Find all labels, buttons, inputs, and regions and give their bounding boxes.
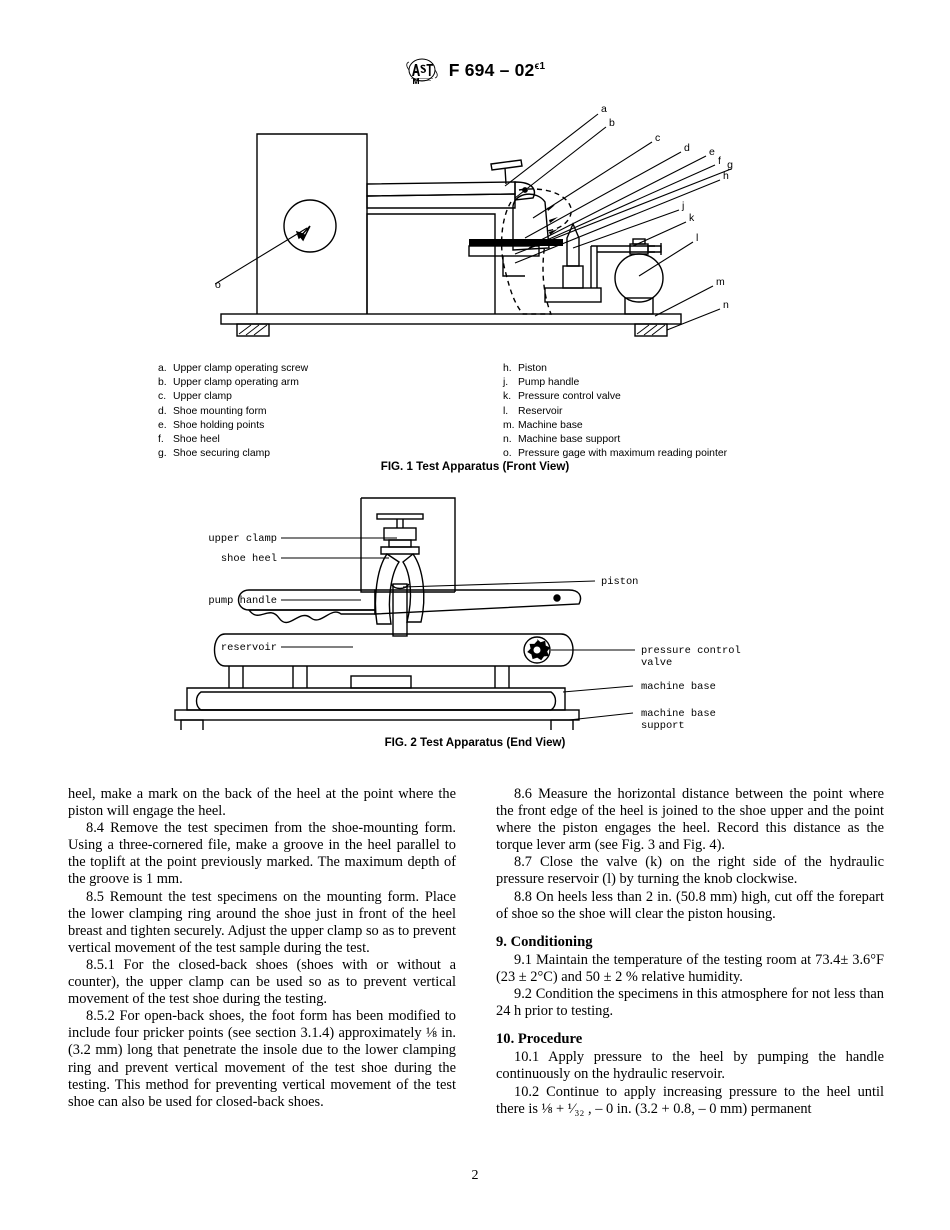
paragraph-8-5: 8.5 Remount the test specimens on the mo…	[68, 888, 456, 956]
legend-label: Machine base	[518, 419, 583, 431]
figure-2-label-valve: valve	[641, 657, 672, 669]
figure-1-caption: FIG. 1 Test Apparatus (Front View)	[380, 460, 570, 473]
figure-1-callout-g: g	[727, 159, 733, 171]
paragraph-9-1: 9.1 Maintain the temperature of the test…	[496, 951, 884, 985]
right-text-column: 8.6 Measure the horizontal distance betw…	[496, 786, 884, 1156]
legend-label: Upper clamp	[173, 391, 232, 403]
designation-superscript: ϵ1	[534, 60, 546, 72]
legend-key: a.	[158, 363, 167, 374]
legend-key: o.	[503, 448, 512, 460]
section-heading-9-conditioning: 9. Conditioning	[496, 933, 593, 950]
legend-label: Pressure control valve	[518, 391, 621, 403]
legend-item: b. Upper clamp operating arm	[158, 376, 308, 390]
legend-label: Shoe heel	[173, 434, 220, 446]
legend-item: k. Pressure control valve	[503, 390, 727, 404]
legend-label: Pressure gage with maximum reading point…	[518, 448, 728, 460]
paragraph-8-5-2: 8.5.2 For open-back shoes, the foot form…	[68, 1008, 456, 1110]
figure-1-callout-j: j	[681, 200, 684, 212]
astm-logo-icon	[406, 58, 438, 84]
legend-key: d.	[158, 405, 167, 417]
figure-2-label-pump-handle: pump handle	[208, 595, 277, 607]
legend-key: f.	[158, 434, 164, 446]
legend-label: Pump handle	[518, 377, 580, 389]
legend-label: Reservoir	[518, 405, 563, 417]
legend-item: j. Pump handle	[503, 376, 727, 390]
legend-item: g. Shoe securing clamp	[158, 447, 308, 461]
figure-2-label-upper-clamp: upper clamp	[208, 533, 277, 545]
figure-1-apparatus-front-view: a b c d e f g h j k l m n o	[0, 98, 950, 348]
legend-key: c.	[158, 391, 167, 403]
legend-key: k.	[503, 391, 512, 403]
figure-1-callout-a: a	[601, 103, 607, 115]
paragraph-8-6: 8.6 Measure the horizontal distance betw…	[496, 786, 884, 854]
legend-key: n.	[503, 434, 512, 446]
figure-1-drawing: a b c d e f g h j k l m n o	[215, 103, 733, 337]
legend-label: Machine base support	[518, 434, 621, 446]
legend-item: o. Pressure gage with maximum reading poi…	[503, 447, 727, 461]
legend-key: m.	[503, 419, 515, 431]
legend-key: j.	[503, 377, 509, 389]
paragraph-10-1: 10.1 Apply pressure to the heel by pumpi…	[496, 1049, 884, 1083]
paragraph-8-8: 8.8 On heels less than 2 in. (50.8 mm) h…	[496, 888, 884, 922]
legend-label: Shoe holding points	[173, 419, 265, 431]
page-header: F 694 – 02ϵ1	[0, 56, 950, 84]
legend-item: a. Upper clamp operating screw	[158, 362, 308, 376]
legend-key: e.	[158, 419, 167, 431]
figure-1-legend-left-column: a. Upper clamp operating screw b. Upper cl…	[158, 362, 308, 461]
paragraph-10-2: 10.2 Continue to apply increasing pressu…	[496, 1083, 884, 1117]
body-text-columns: heel, make a mark on the back of the hee…	[68, 786, 884, 1156]
figure-2-label-support: support	[641, 720, 685, 730]
standard-designation: F 694 – 02ϵ1	[449, 60, 545, 81]
legend-item: f. Shoe heel	[158, 433, 308, 447]
figure-1-callout-b: b	[609, 117, 615, 129]
figure-1-legend-right-column: h. Piston j. Pump handle k. Pressure contro…	[503, 362, 727, 461]
figure-2-label-machine-base: machine base	[641, 681, 716, 693]
legend-key: h.	[503, 363, 512, 374]
legend-item: l. Reservoir	[503, 405, 727, 419]
legend-label: Shoe securing clamp	[173, 448, 271, 460]
legend-item: n. Machine base support	[503, 433, 727, 447]
figure-1-callout-h: h	[723, 170, 729, 182]
legend-key: l.	[503, 405, 509, 417]
figure-2-label-machine-base-support: machine base	[641, 708, 716, 720]
page-number: 2	[471, 1168, 479, 1183]
legend-item: m.Machine base	[503, 419, 727, 433]
legend-item: h. Piston	[503, 362, 727, 376]
paragraph-8-5-1: 8.5.1 For the closed-back shoes (shoes w…	[68, 956, 456, 1008]
figure-1-callout-d: d	[684, 142, 690, 154]
paragraph-8-4: 8.4 Remove the test specimen from the sh…	[68, 820, 456, 888]
legend-label: Shoe mounting form	[173, 405, 267, 417]
figure-2-apparatus-end-view: upper clamp shoe heel pump handle reserv…	[0, 492, 950, 730]
legend-label: Piston	[518, 363, 547, 374]
figure-1-callout-f: f	[718, 155, 721, 167]
legend-item: e. Shoe holding points	[158, 419, 308, 433]
figure-1-callout-l: l	[696, 232, 698, 244]
section-heading-10-procedure: 10. Procedure	[496, 1031, 583, 1048]
figure-1-callout-k: k	[689, 212, 695, 224]
left-text-column: heel, make a mark on the back of the hee…	[68, 786, 456, 1156]
paragraph-heel-continued: heel, make a mark on the back of the hee…	[68, 786, 456, 820]
figure-1-callout-n: n	[723, 299, 729, 311]
legend-label: Upper clamp operating arm	[173, 377, 299, 389]
figure-1-legend: a. Upper clamp operating screw b. Upper cl…	[0, 362, 950, 459]
figure-1-callout-o: o	[215, 279, 221, 291]
legend-key: g.	[158, 448, 167, 460]
figure-2-label-reservoir: reservoir	[221, 642, 277, 654]
figure-2-caption: FIG. 2 Test Apparatus (End View)	[384, 736, 566, 749]
figure-2-label-piston: piston	[601, 576, 638, 588]
figure-2-drawing: upper clamp shoe heel pump handle reserv…	[174, 497, 741, 730]
legend-item: c. Upper clamp	[158, 390, 308, 404]
figure-1-callout-m: m	[716, 276, 725, 288]
figure-2-label-shoe-heel: shoe heel	[221, 553, 277, 565]
paragraph-9-2: 9.2 Condition the specimens in this atmo…	[496, 986, 884, 1020]
legend-label: Upper clamp operating screw	[173, 363, 309, 374]
designation-number: F 694 – 02	[448, 59, 535, 80]
legend-key: b.	[158, 377, 167, 389]
figure-2-label-pressure-control: pressure control	[641, 645, 741, 657]
legend-item: d. Shoe mounting form	[158, 405, 308, 419]
figure-1-callout-c: c	[655, 132, 660, 144]
paragraph-8-7: 8.7 Close the valve (k) on the right sid…	[496, 854, 884, 888]
figure-1-callout-e: e	[709, 146, 715, 158]
